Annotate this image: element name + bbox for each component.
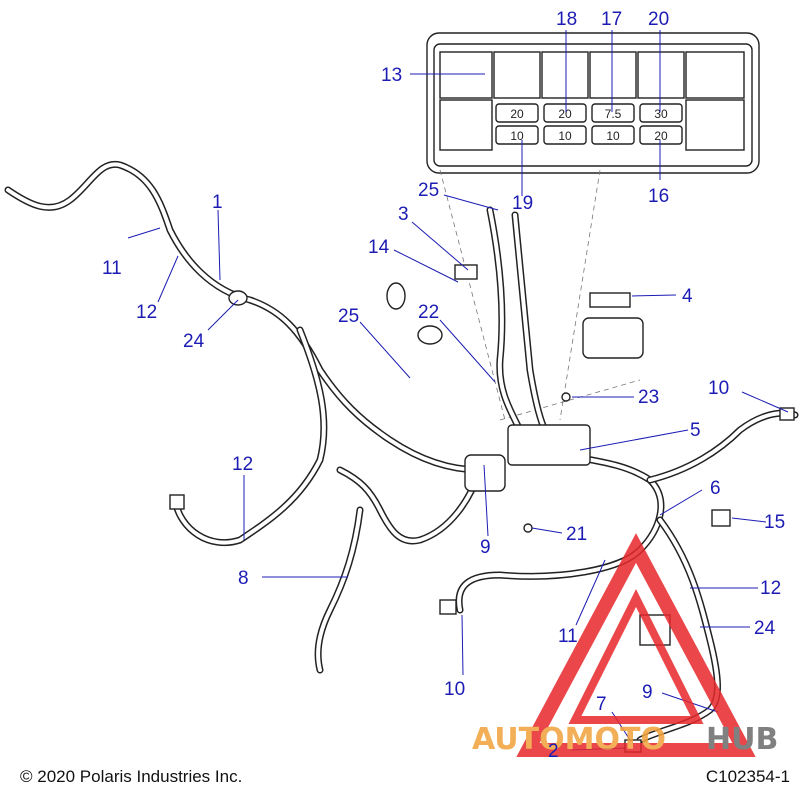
connector-10 [439,599,457,615]
callout-8: 8 [238,568,249,589]
callout-13: 13 [381,65,402,86]
harness-wiring [4,160,799,744]
callout-7: 7 [596,694,607,715]
fuse-value: 10 [606,129,620,143]
callout-12: 12 [136,302,157,323]
callout-24: 24 [183,331,205,352]
fuse-label-sheet [589,292,631,308]
callout-12: 12 [760,578,781,599]
fuse-box-part [507,424,591,466]
screw-21 [523,523,533,533]
clip-24 [228,290,248,306]
fuse-value: 20 [654,129,668,143]
callout-22: 22 [418,302,439,323]
callout-5: 5 [690,420,701,441]
callout-6: 6 [710,478,721,499]
callout-15: 15 [764,512,785,533]
callout-20: 20 [648,9,669,30]
callout-17: 17 [601,9,622,30]
fuse-cells-bottom [439,99,745,151]
copyright-text: © 2020 Polaris Industries Inc. [20,767,242,786]
callout-25: 25 [338,306,359,327]
screw-23 [561,392,571,402]
callout-24: 24 [754,618,776,639]
fuse-box-cover [582,317,644,359]
fuse-value: 20 [558,107,572,121]
fuse-7 [591,125,635,145]
fuse-box-inset: 20 20 7.5 30 10 10 10 20 [426,32,760,174]
callout-12: 12 [232,454,253,475]
callout-11: 11 [102,258,122,279]
callout-2: 2 [548,741,559,762]
diagram-code: C102354-1 [706,767,790,786]
watermark-brand-right: HUB [706,722,778,757]
callout-10: 10 [708,378,729,399]
callout-11: 11 [558,626,578,647]
fuse-value: 7.5 [605,107,622,121]
callout-9: 9 [480,537,491,558]
callout-18: 18 [556,9,577,30]
fuse-value: 10 [558,129,572,143]
callout-10: 10 [444,679,465,700]
connector-15 [711,509,731,527]
fuse-2 [543,103,587,123]
fuse-5 [495,125,539,145]
connector-10-top [779,407,795,421]
fuse-3 [591,103,635,123]
automotohub-watermark-logo: AUTOMOTO HUB [472,533,778,757]
connector-end [169,494,185,510]
fuse-cells-top [439,51,745,99]
fuse-value: 10 [510,129,524,143]
callout-1: 1 [212,192,223,213]
watermark-brand-left: AUTOMOTO [472,722,666,757]
fuse-1 [495,103,539,123]
callout-3: 3 [398,204,409,225]
callout-labels: 13 18 17 20 16 25 19 3 14 1 11 12 24 25 … [102,9,785,762]
callout-4: 4 [682,286,693,307]
callout-23: 23 [638,387,659,408]
fuse-6 [543,125,587,145]
callout-9: 9 [642,682,653,703]
callout-19: 19 [512,193,533,214]
fuse-value: 20 [510,107,524,121]
fuse-4 [639,103,683,123]
callout-25: 25 [418,180,439,201]
callout-14: 14 [368,237,390,258]
grommet-22 [417,325,443,345]
watermark-triangle-icon [516,533,756,757]
projection-lines [439,169,641,421]
connector-3 [454,264,478,280]
callout-16: 16 [648,186,669,207]
fuse-8 [639,125,683,145]
callout-21: 21 [566,524,587,545]
fuse-value: 30 [654,107,668,121]
grommet-14 [386,282,406,310]
